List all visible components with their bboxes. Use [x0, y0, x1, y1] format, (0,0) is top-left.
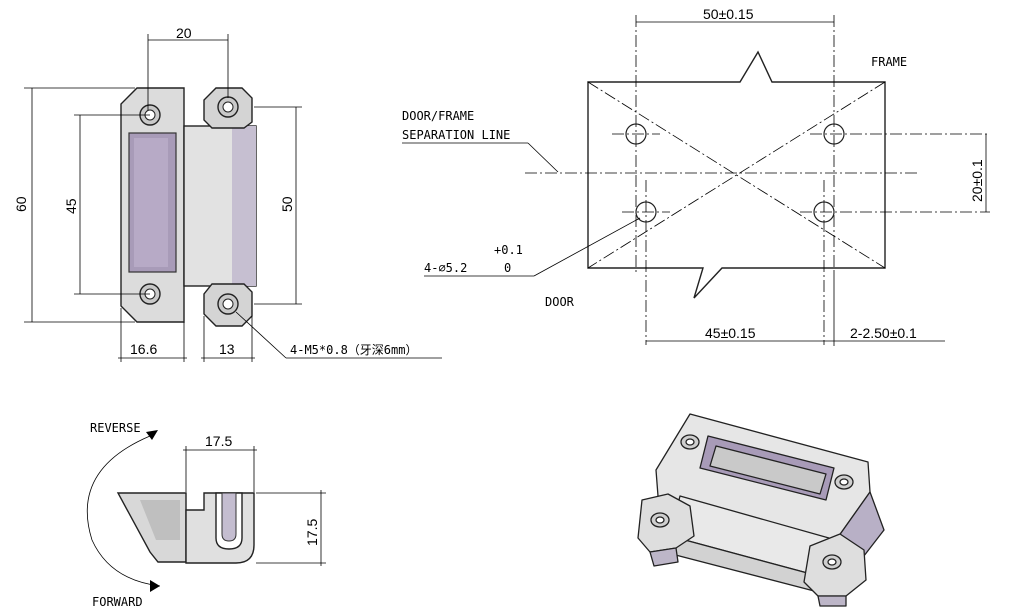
side-dim-height: 17.5: [304, 519, 320, 546]
dim-left-width: 16.6: [130, 341, 157, 357]
label-separation-1: DOOR/FRAME: [402, 109, 474, 123]
dim-height-total: 60: [13, 196, 29, 212]
dim-width-top: 20: [176, 25, 192, 41]
label-separation-2: SEPARATION LINE: [402, 128, 510, 142]
label-reverse: REVERSE: [90, 421, 141, 435]
thread-note: 4-M5*0.8（牙深6mm）: [290, 343, 417, 357]
dim-height-right: 50: [279, 196, 295, 212]
dim-right-width: 13: [219, 341, 235, 357]
front-view: 20 60 45 50 16.6 13 4-M5*0.8（牙深6mm）: [13, 25, 442, 362]
hole-tol-upper: +0.1: [494, 243, 523, 257]
hole-tol-lower: 0: [504, 261, 511, 275]
hole-bottom-left: [635, 201, 657, 223]
hole-top-left: [625, 123, 647, 145]
hole-top-right: [823, 123, 845, 145]
dim-top: 50±0.15: [703, 6, 754, 22]
side-view: REVERSE FORWARD 17.5 17.5: [86, 421, 326, 609]
isometric-view: [637, 413, 885, 607]
hole-note: 4-∅5.2: [424, 261, 467, 275]
label-door: DOOR: [545, 295, 575, 309]
label-forward: FORWARD: [92, 595, 143, 609]
side-dim-width: 17.5: [205, 433, 232, 449]
label-frame: FRAME: [871, 55, 907, 69]
hole-bottom-right: [813, 201, 835, 223]
dim-height-holes: 45: [63, 198, 79, 214]
mounting-pattern: 50±0.15 45±0.15 2-2.50±0.1 20±0.1 FRAME …: [402, 6, 990, 346]
dim-bottom: 45±0.15: [705, 325, 756, 341]
dim-offset: 2-2.50±0.1: [850, 325, 917, 341]
dim-vertical: 20±0.1: [969, 159, 985, 202]
